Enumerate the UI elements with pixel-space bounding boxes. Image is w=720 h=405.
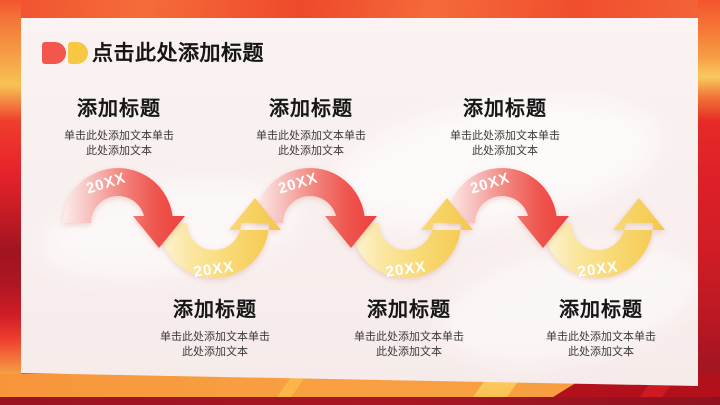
slide-title: 点击此处添加标题 (92, 42, 264, 65)
group-body-line: 此处添加文本 (182, 346, 248, 358)
group-body-line: 此处添加文本 (568, 346, 634, 358)
group-heading: 添加标题 (77, 98, 161, 120)
group-body-line: 单击此处添加文本单击 (160, 331, 270, 343)
group-body-line: 单击此处添加文本单击 (256, 130, 366, 142)
group-body-line: 单击此处添加文本单击 (450, 130, 560, 142)
frame-maroon-strip (0, 397, 720, 405)
timeline-arc-red-3 (447, 168, 569, 248)
group-body-line: 此处添加文本 (278, 145, 344, 157)
timeline-arc-yellow-1 (159, 198, 281, 278)
text-group-top-3: 添加标题 单击此处添加文本单击 此处添加文本 (410, 92, 600, 159)
arc-year-label: 20XX (577, 258, 620, 280)
group-heading: 添加标题 (367, 299, 451, 321)
group-body-line: 此处添加文本 (376, 346, 442, 358)
group-body-line: 此处添加文本 (472, 145, 538, 157)
group-body-line: 单击此处添加文本单击 (354, 331, 464, 343)
frame-right-band (698, 0, 720, 405)
text-group-top-2: 添加标题 单击此处添加文本单击 此处添加文本 (216, 92, 406, 159)
arc-year-label: 20XX (385, 258, 428, 280)
d-shape-yellow-icon (68, 42, 88, 64)
text-group-bottom-2: 添加标题 单击此处添加文本单击 此处添加文本 (314, 293, 504, 360)
timeline-arc-red-1 (63, 168, 185, 248)
group-body-line: 单击此处添加文本单击 (546, 331, 656, 343)
group-heading: 添加标题 (463, 98, 547, 120)
timeline-arc-yellow-3 (543, 198, 665, 278)
group-body-line: 此处添加文本 (86, 145, 152, 157)
frame-top-band (0, 0, 720, 19)
d-shape-red-icon (42, 42, 66, 64)
text-group-bottom-1: 添加标题 单击此处添加文本单击 此处添加文本 (120, 293, 310, 360)
group-heading: 添加标题 (559, 299, 643, 321)
timeline-arc-yellow-2 (351, 198, 473, 278)
group-body-line: 单击此处添加文本单击 (64, 130, 174, 142)
arc-year-label: 20XX (193, 258, 236, 280)
group-heading: 添加标题 (269, 98, 353, 120)
timeline-arc-red-2 (255, 168, 377, 248)
text-group-top-1: 添加标题 单击此处添加文本单击 此处添加文本 (24, 92, 214, 159)
text-group-bottom-3: 添加标题 单击此处添加文本单击 此处添加文本 (506, 293, 696, 360)
frame-left-band (0, 0, 21, 405)
group-heading: 添加标题 (173, 299, 257, 321)
